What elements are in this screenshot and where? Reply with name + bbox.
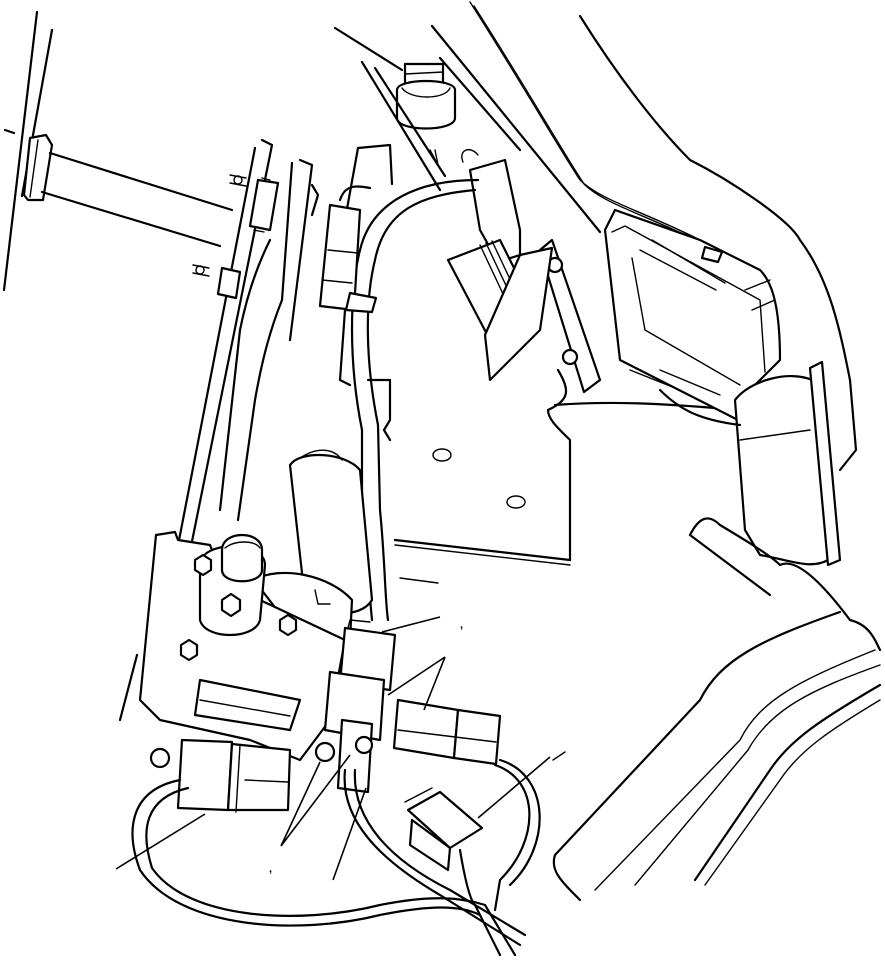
callout-mark-1: ,: [460, 619, 464, 631]
callout-leaders: [115, 616, 551, 881]
wire-harness-lower: [131, 758, 541, 957]
hex-bolts: [179, 553, 298, 662]
floor-plate: [343, 143, 742, 584]
switch-bracket: [446, 148, 602, 412]
pivot-shaft: [22, 133, 247, 277]
top-switch: [333, 26, 457, 192]
callout-mark-2: ,: [269, 863, 273, 875]
actuator-motor: [252, 449, 374, 642]
seat-contour: [552, 517, 882, 902]
right-connector: [404, 787, 484, 872]
mounting-bracket: [148, 138, 320, 702]
body-panel-edges: [430, 1, 852, 382]
wire-harness-upper: [318, 178, 480, 622]
left-connector: [149, 738, 292, 813]
connector-cluster: [314, 619, 502, 794]
mounting-plate: [118, 530, 347, 762]
air-duct: [603, 208, 858, 567]
